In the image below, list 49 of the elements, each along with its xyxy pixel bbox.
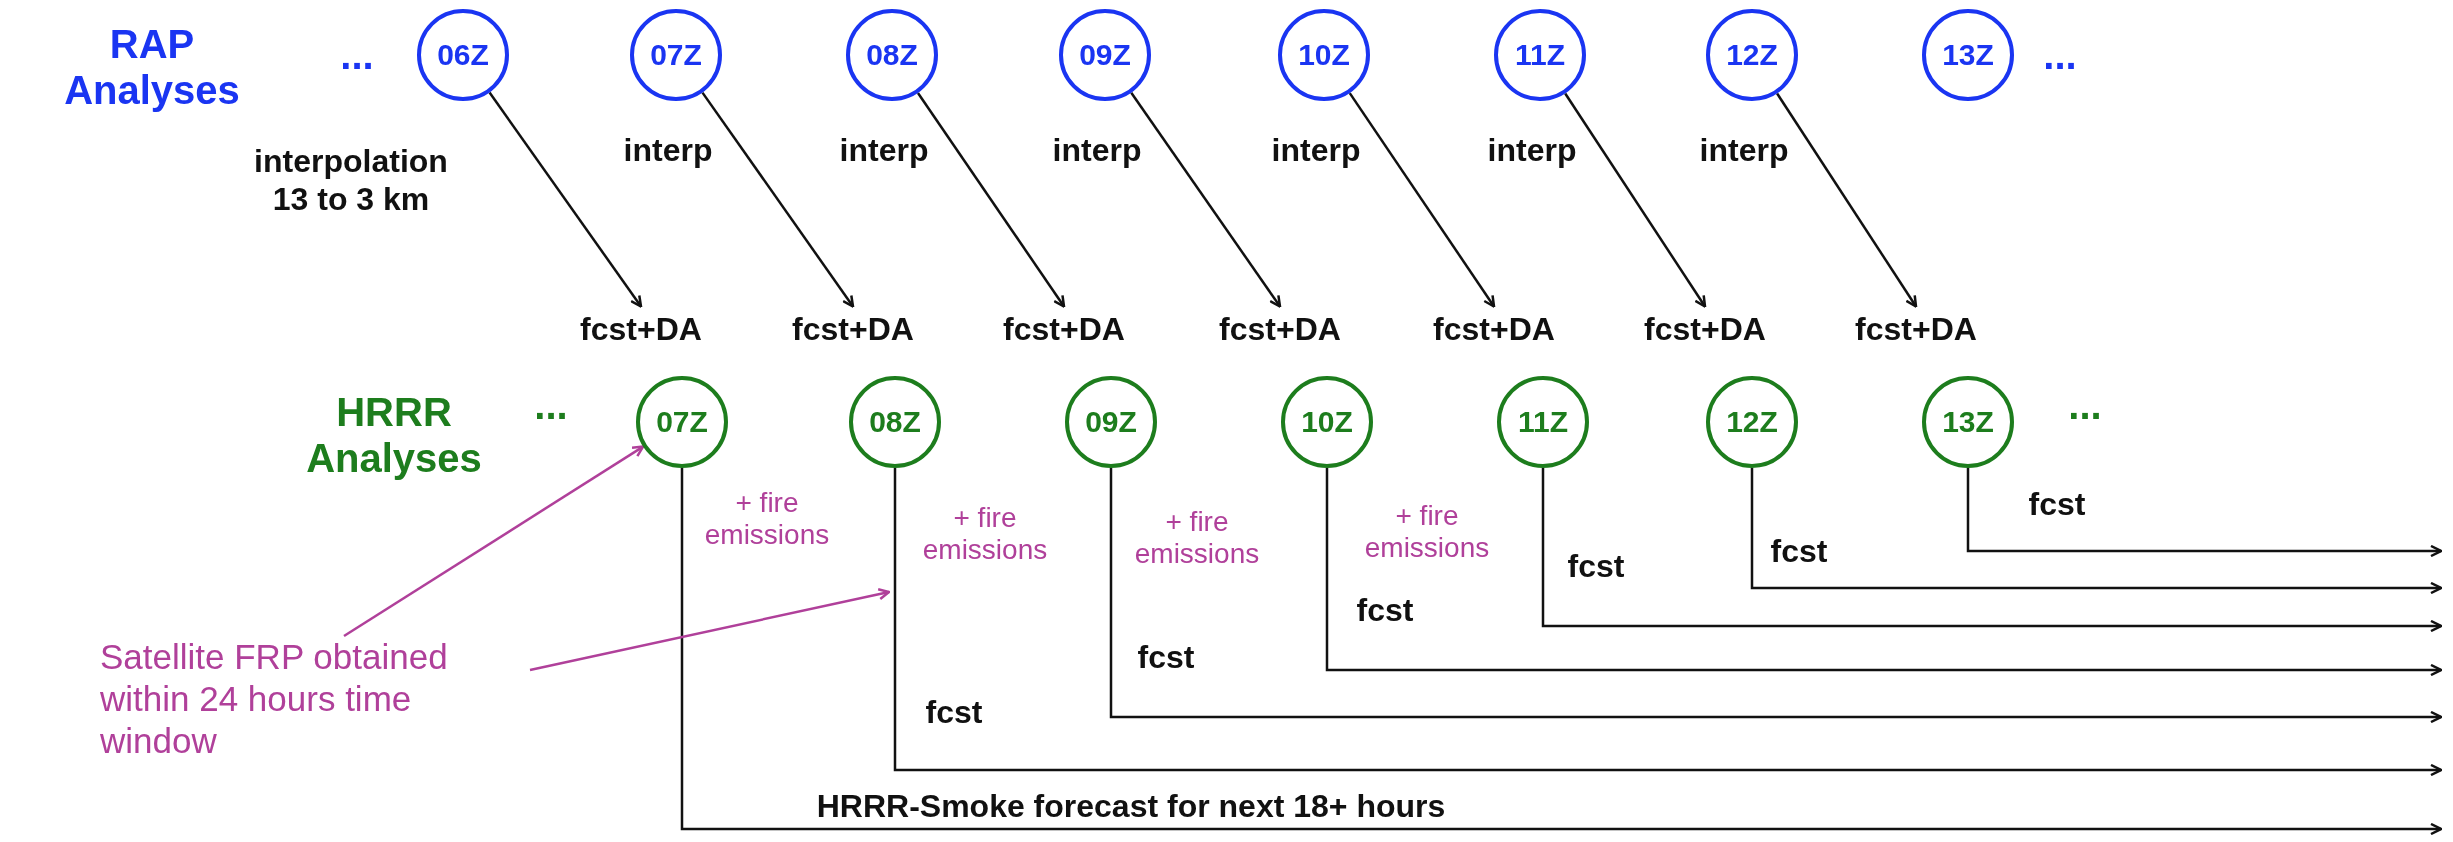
row-heading: HRRR Analyses <box>305 389 483 481</box>
arrow <box>1130 92 1282 308</box>
time-label: 13Z <box>1942 405 1994 439</box>
time-label: 10Z <box>1301 405 1353 439</box>
ellipsis: ... <box>2043 32 2077 78</box>
time-label: 12Z <box>1726 405 1778 439</box>
step-label: fcst+DA <box>1219 310 1341 348</box>
time-label: 11Z <box>1517 405 1568 439</box>
annotation-text: + fire emissions <box>703 486 831 552</box>
arrow <box>1348 92 1496 308</box>
step-label: fcst+DA <box>1003 310 1125 348</box>
ellipsis: ... <box>340 32 374 78</box>
ellipsis: ... <box>534 382 568 428</box>
arrow <box>1564 92 1707 308</box>
arrow <box>343 445 645 638</box>
time-label: 07Z <box>656 405 708 439</box>
arrow <box>916 92 1066 308</box>
step-label: fcst+DA <box>1433 310 1555 348</box>
time-label: 10Z <box>1298 38 1350 72</box>
note-text: Satellite FRP obtained within 24 hours time window <box>100 636 530 762</box>
forecast-arrow <box>1750 468 2443 595</box>
time-label: 12Z <box>1726 38 1778 72</box>
time-label: 06Z <box>437 38 489 72</box>
arrow <box>1776 92 1918 308</box>
time-label: 11Z <box>1514 38 1565 72</box>
time-label: 08Z <box>869 405 921 439</box>
forecast-arrow <box>1325 468 2443 677</box>
annotation-text: + fire emissions <box>1133 505 1261 571</box>
time-label: 09Z <box>1085 405 1137 439</box>
forecast-arrow <box>529 588 891 672</box>
arrow <box>488 91 643 308</box>
time-label: 09Z <box>1079 38 1131 72</box>
annotation-text: + fire emissions <box>1363 499 1491 565</box>
ellipsis: ... <box>2068 382 2102 428</box>
step-label: fcst+DA <box>580 310 702 348</box>
forecast-arrow <box>893 468 2443 777</box>
time-label: 07Z <box>650 38 702 72</box>
forecast-arrow <box>1109 468 2443 724</box>
time-label: 13Z <box>1942 38 1994 72</box>
row-heading: RAP Analyses <box>63 21 241 113</box>
time-label: 08Z <box>866 38 918 72</box>
step-label: fcst+DA <box>792 310 914 348</box>
forecast-arrow <box>680 468 2443 836</box>
step-label: fcst+DA <box>1644 310 1766 348</box>
step-label: fcst+DA <box>1855 310 1977 348</box>
arrow <box>701 91 855 308</box>
annotation-text: + fire emissions <box>921 501 1049 567</box>
forecast-arrow <box>1966 468 2443 558</box>
forecast-arrow <box>1541 468 2443 633</box>
